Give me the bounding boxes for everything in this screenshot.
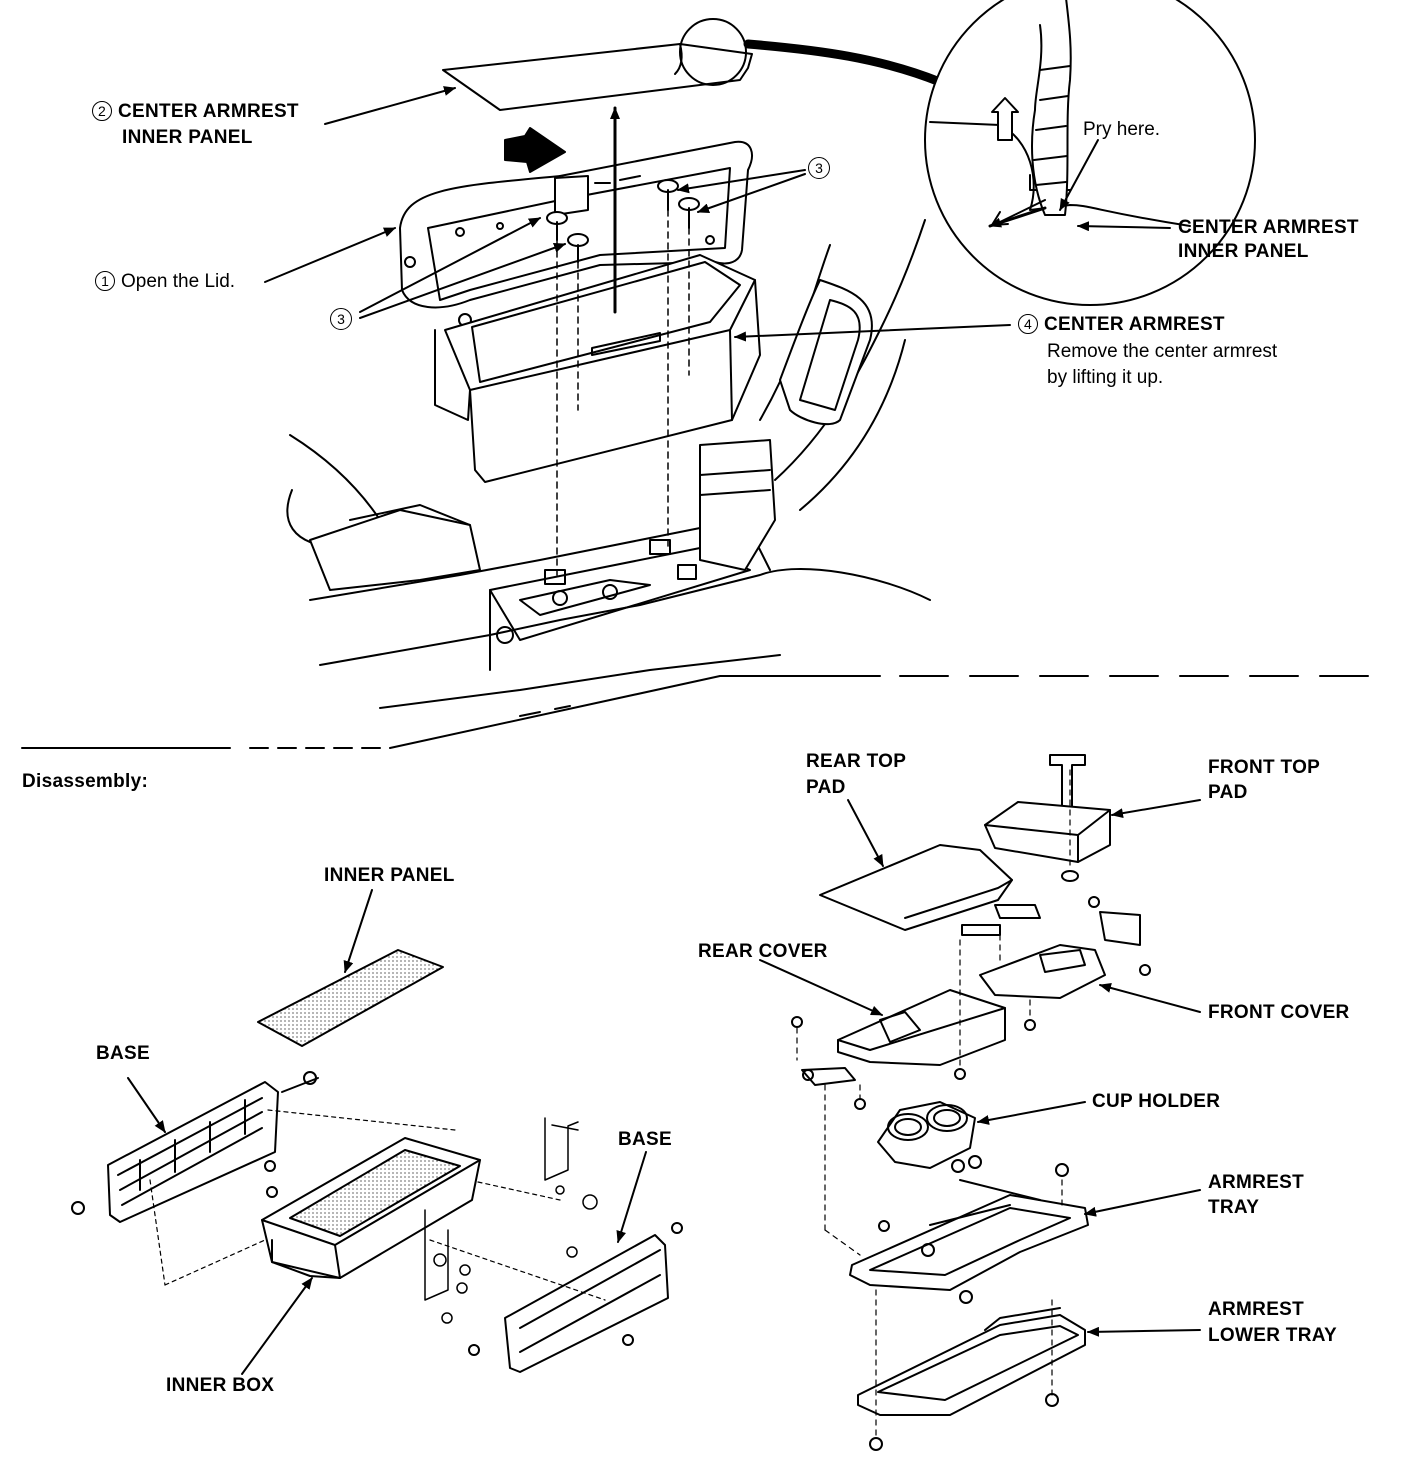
rear-cover-part — [791, 989, 1036, 1080]
inner-panel-part — [257, 949, 444, 1047]
armrest-box — [434, 254, 761, 483]
screws-top — [546, 179, 700, 263]
hinge-part-right — [801, 1067, 866, 1110]
cup-holder-part — [877, 1101, 976, 1169]
label-inner-box: INNER BOX — [166, 1375, 275, 1396]
label-front-cover: FRONT COVER — [1208, 1002, 1350, 1023]
base-left-part — [71, 1071, 319, 1223]
disassembly-heading: Disassembly: — [22, 771, 149, 792]
label-lower-tray-2: LOWER TRAY — [1208, 1325, 1337, 1346]
label-inner-panel-line2: INNER PANEL — [122, 127, 253, 148]
label-armrest-tray-2: TRAY — [1208, 1197, 1260, 1218]
step-number-4: 4 — [1018, 314, 1038, 334]
label-armrest-tray-1: ARMREST — [1208, 1172, 1305, 1193]
seat-back — [699, 219, 926, 571]
detail-circle — [924, 0, 1256, 306]
label-detail-center-armrest: CENTER ARMREST — [1178, 217, 1359, 238]
step-number-1: 1 — [95, 271, 115, 291]
front-top-pad-part — [984, 754, 1111, 882]
label-front-top-pad-1: FRONT TOP — [1208, 757, 1321, 778]
label-rear-cover: REAR COVER — [698, 941, 828, 962]
label-base-right: BASE — [618, 1129, 672, 1150]
floor-console — [286, 434, 931, 709]
inner-panel-top — [442, 43, 753, 111]
clips-and-front-cover — [961, 896, 1151, 999]
armrest-lower-tray-part — [857, 1307, 1086, 1451]
label-front-top-pad-2: PAD — [1208, 782, 1248, 803]
label-pry-here: Pry here. — [1083, 119, 1161, 140]
rear-top-pad-part — [819, 844, 1013, 931]
inner-box-part — [261, 1137, 481, 1279]
label-base-left: BASE — [96, 1043, 150, 1064]
hinge-parts-left — [424, 1117, 598, 1324]
step-number-2: 2 — [92, 101, 112, 121]
step-number-3-right: 3 — [808, 157, 830, 179]
label-lower-tray-1: ARMREST — [1208, 1299, 1305, 1320]
step-number-3-left: 3 — [330, 308, 352, 330]
label-cup-holder: CUP HOLDER — [1092, 1091, 1221, 1112]
label-rear-top-pad-1: REAR TOP — [806, 751, 907, 772]
label-detail-inner-panel: INNER PANEL — [1178, 241, 1309, 262]
base-right-part — [468, 1222, 683, 1373]
label-rear-top-pad-2: PAD — [806, 777, 846, 798]
label-remove-instruction-2: by lifting it up. — [1047, 367, 1164, 388]
label-inner-panel: INNER PANEL — [324, 865, 455, 886]
label-remove-instruction-1: Remove the center armrest — [1047, 341, 1278, 362]
armrest-tray-part — [849, 1155, 1089, 1304]
